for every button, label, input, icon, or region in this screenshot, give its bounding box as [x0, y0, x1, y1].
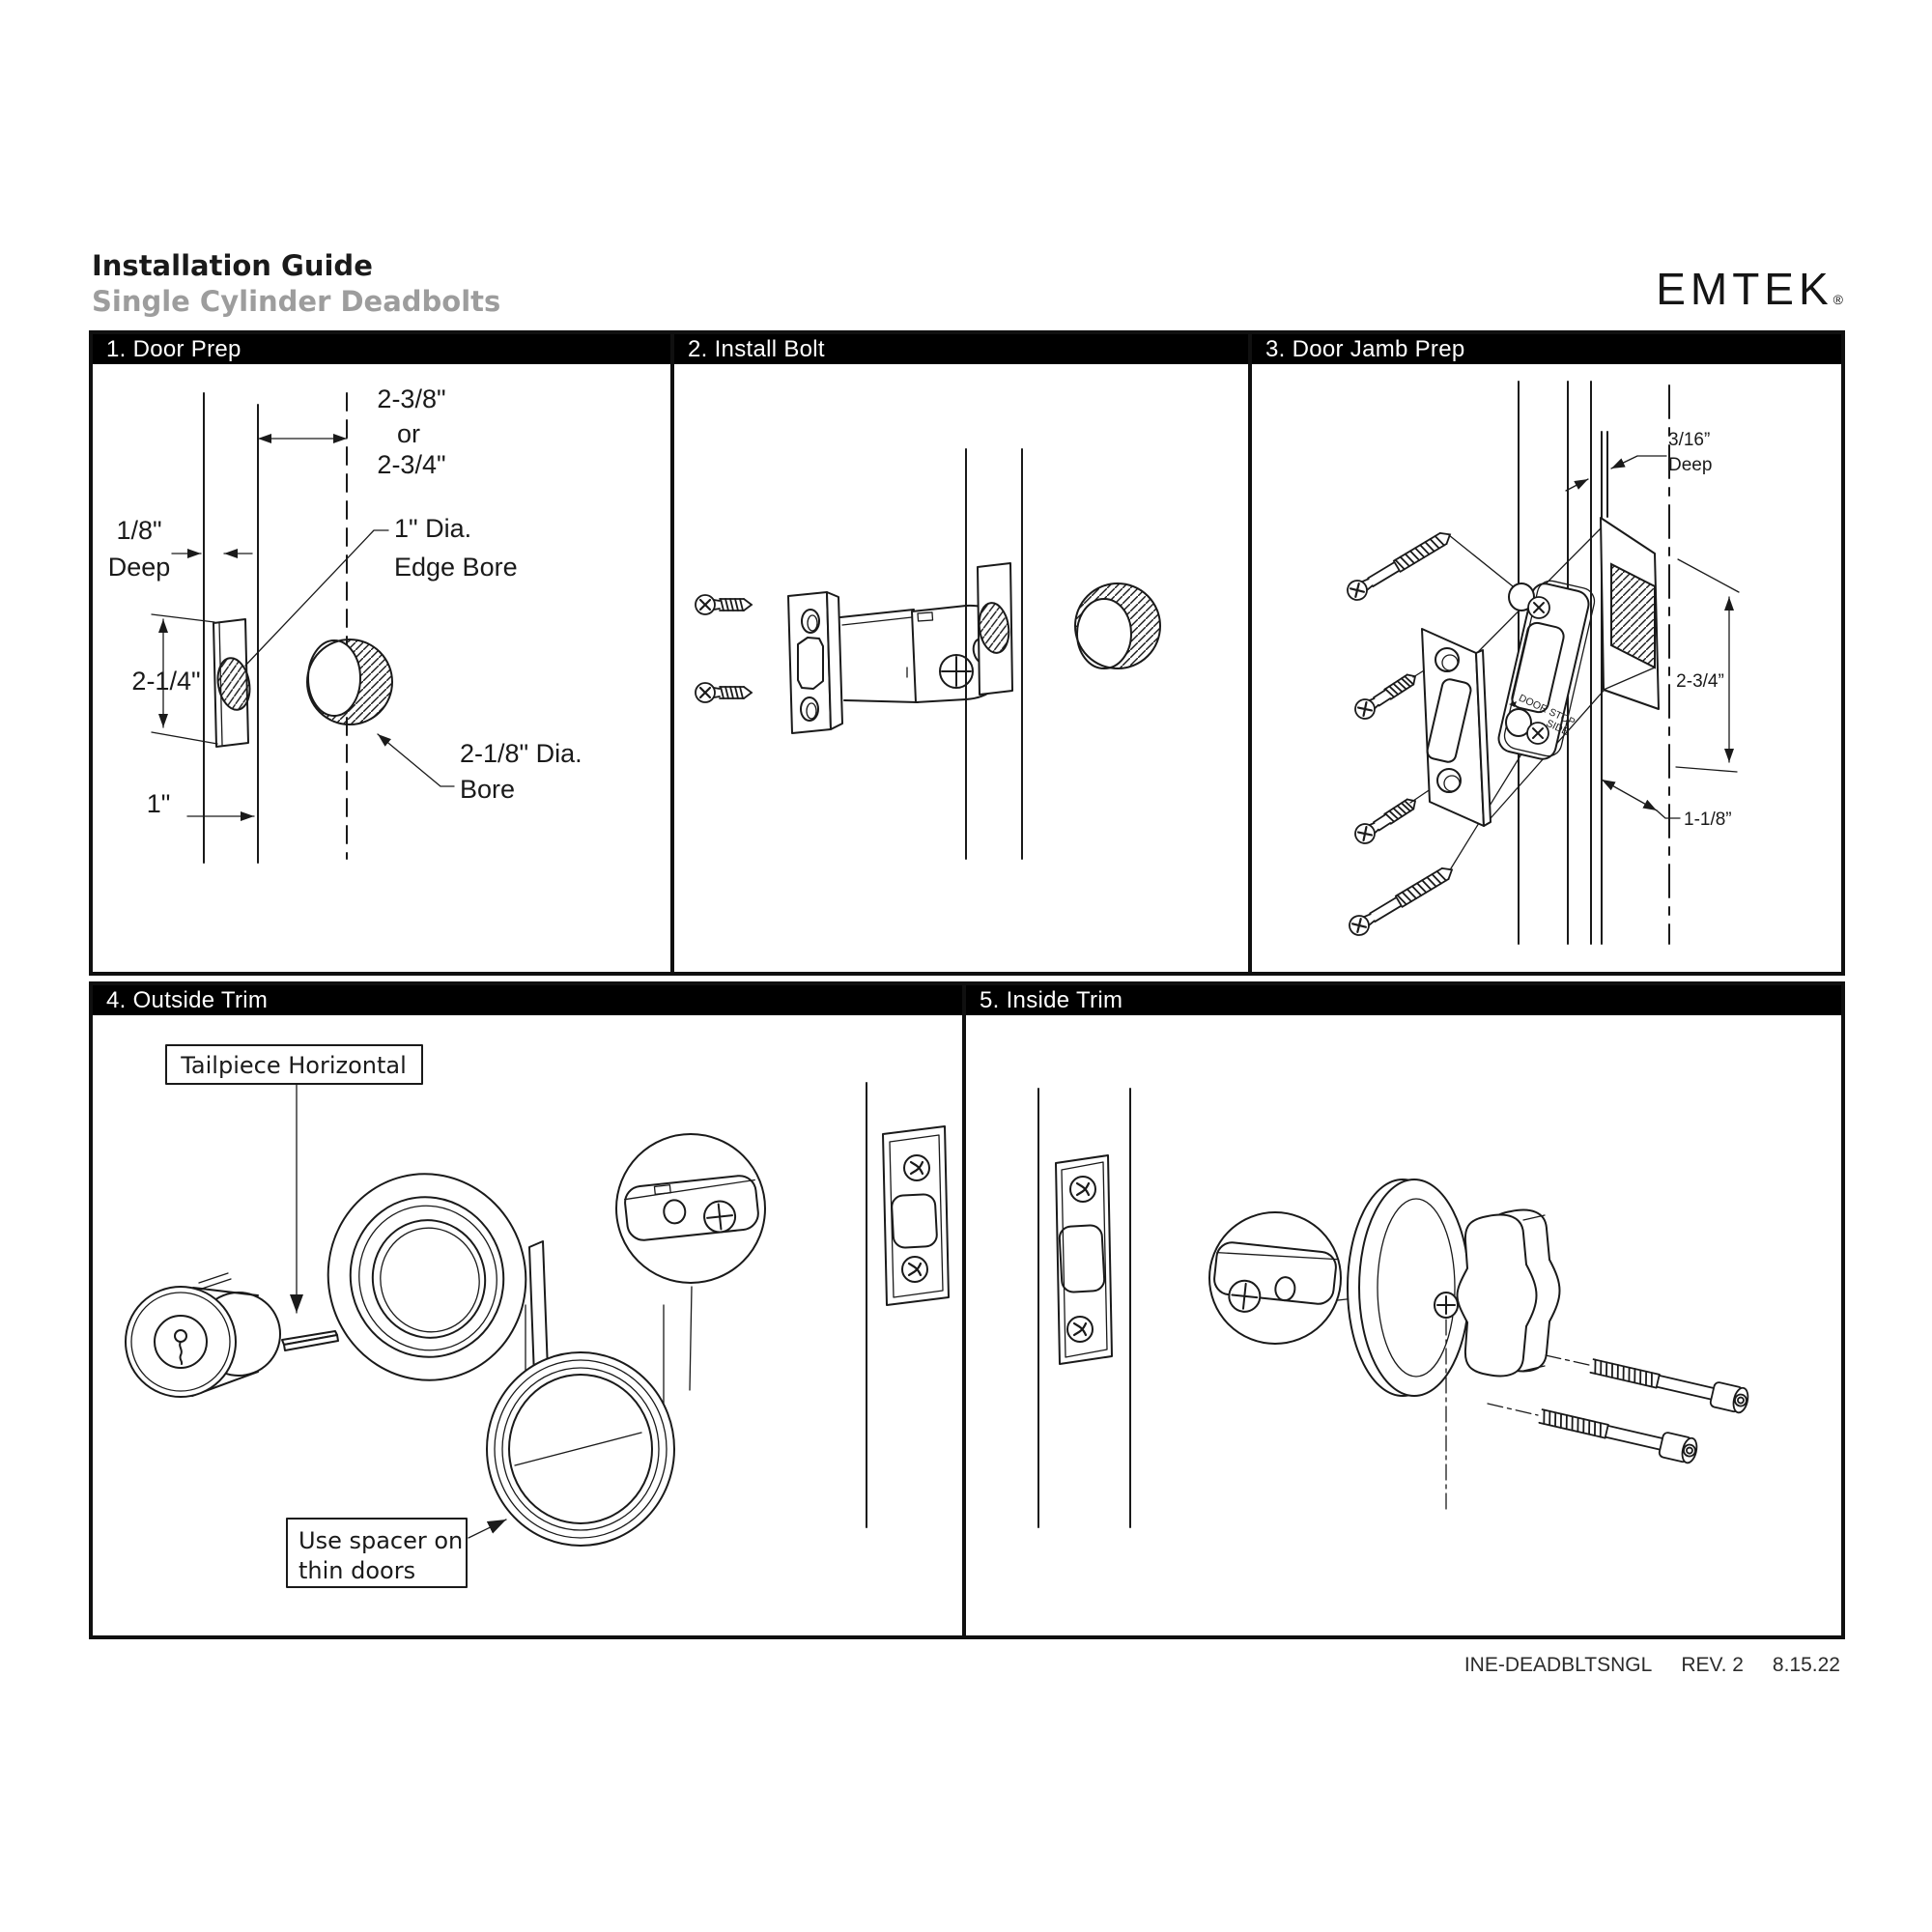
jamb-screw-2: [1350, 667, 1422, 724]
panel-title-install-bolt: 2. Install Bolt: [674, 334, 1248, 364]
svg-text:Deep: Deep: [108, 553, 171, 582]
mortise-width-dimension: 1-1/8”: [1601, 779, 1732, 830]
thumbturn: [1456, 1208, 1561, 1378]
machine-screw-2: [1537, 1403, 1700, 1465]
door-prep-diagram: 2-3/8" or 2-3/4" 1/8" Deep: [108, 384, 582, 864]
cross-bore: [306, 639, 393, 725]
backset-dimension: 2-3/8" or 2-3/4": [257, 384, 446, 479]
svg-text:Use spacer on: Use spacer on: [298, 1527, 463, 1554]
registered-mark-icon: ®: [1833, 292, 1843, 307]
footer: INE-DEADBLTSNGL REV. 2 8.15.22: [1464, 1654, 1840, 1677]
mortise-depth-dimension: 1/8" Deep: [108, 516, 253, 582]
bolt-faceplate: [1055, 1154, 1113, 1365]
svg-text:3/16”: 3/16”: [1668, 430, 1710, 450]
cross-bore: [1074, 582, 1161, 669]
security-strike-plate: DOOR STOP SIDE: [1497, 580, 1596, 760]
bolt-faceplate: [882, 1125, 950, 1306]
svg-text:2-3/4”: 2-3/4”: [1676, 671, 1724, 692]
doc-rev: REV. 2: [1681, 1654, 1744, 1676]
panel-door-prep: 1. Door Prep 2-3/8" or 2-3/4" 1/8" Deep: [89, 330, 674, 976]
svg-text:Tailpiece Horizontal: Tailpiece Horizontal: [180, 1052, 407, 1079]
door-edge-lines: [203, 392, 348, 864]
tailpiece-bar: [281, 1330, 339, 1351]
jamb-screw-3: [1350, 791, 1422, 848]
svg-text:1-1/8”: 1-1/8”: [1684, 810, 1732, 830]
inside-trim-diagram: [1037, 1088, 1751, 1528]
machine-screw-1: [1588, 1352, 1751, 1415]
brand-text: EMTEK: [1656, 264, 1833, 314]
bore-label: 2-1/8" Dia. Bore: [377, 733, 582, 804]
deadbolt-latch: [787, 591, 1006, 734]
panel-door-jamb-prep: 3. Door Jamb Prep: [1248, 330, 1845, 976]
jamb-mortise: [1600, 517, 1660, 710]
svg-text:thin doors: thin doors: [298, 1557, 415, 1584]
spacer-label: Use spacer on thin doors: [286, 1518, 507, 1588]
panel-title-outside-trim: 4. Outside Trim: [93, 985, 962, 1015]
page-title: Installation Guide: [92, 249, 373, 282]
mortise-height-dimension: 2-1/4": [131, 613, 218, 745]
recess-depth-dimension: 3/16” Deep: [1565, 430, 1712, 492]
inside-rose: [1347, 1179, 1470, 1397]
hub-detail-view: [615, 1133, 766, 1391]
doc-id: INE-DEADBLTSNGL: [1463, 1654, 1653, 1676]
outside-rose: [327, 1173, 527, 1381]
panel-title-door-prep: 1. Door Prep: [93, 334, 670, 364]
panel-install-bolt: 2. Install Bolt: [670, 330, 1252, 976]
mounting-plate-edge: [528, 1240, 549, 1378]
svg-text:1": 1": [147, 789, 171, 818]
svg-text:2-1/8" Dia.: 2-1/8" Dia.: [460, 739, 582, 768]
svg-text:or: or: [397, 419, 420, 448]
hub-detail-view: [1208, 1211, 1399, 1345]
doc-date: 8.15.22: [1772, 1654, 1840, 1676]
svg-text:2-3/4": 2-3/4": [377, 450, 445, 479]
jamb-screw-4: [1345, 860, 1459, 940]
edge-bore-hatch: [216, 657, 251, 711]
jamb-screw-1: [1343, 525, 1457, 605]
panel-inside-trim: 5. Inside Trim: [962, 981, 1845, 1639]
bolt-screw-bottom: [694, 681, 753, 704]
spacer-ring: [486, 1304, 675, 1547]
panel-title-inside-trim: 5. Inside Trim: [966, 985, 1841, 1015]
svg-text:1/8": 1/8": [116, 516, 161, 545]
svg-text:Deep: Deep: [1668, 455, 1712, 475]
door-edge: [1037, 1088, 1131, 1528]
tailpiece-label: Tailpiece Horizontal: [165, 1044, 423, 1314]
door-edge: [866, 1082, 950, 1528]
strike-plate: [1421, 628, 1492, 827]
edge-bore-label: 1" Dia. Edge Bore: [244, 514, 518, 667]
svg-text:2-3/8": 2-3/8": [377, 384, 445, 413]
svg-text:2-1/4": 2-1/4": [131, 667, 200, 696]
svg-text:Bore: Bore: [460, 775, 515, 804]
bolt-screw-top: [694, 593, 753, 616]
panel-outside-trim: 4. Outside Trim Tailpiece Horizontal: [89, 981, 966, 1639]
faceplate-mortise: [213, 618, 251, 748]
door-edge: [965, 448, 1023, 860]
outside-trim-diagram: Tailpiece Horizontal: [125, 1044, 950, 1588]
svg-text:Edge Bore: Edge Bore: [394, 553, 518, 582]
install-bolt-diagram: [694, 448, 1161, 860]
edge-width-dimension: 1": [147, 789, 255, 821]
door-jamb-prep-diagram: DOOR STOP SIDE 3/16” Deep 2-3/4”: [1343, 381, 1740, 945]
svg-text:1" Dia.: 1" Dia.: [394, 514, 471, 543]
key-cylinder: [125, 1272, 281, 1398]
mortise-height-dimension: 2-3/4”: [1675, 558, 1740, 773]
page-subtitle: Single Cylinder Deadbolts: [92, 285, 501, 318]
brand-logo: EMTEK®: [1656, 263, 1843, 315]
panel-title-door-jamb-prep: 3. Door Jamb Prep: [1252, 334, 1841, 364]
trim-screws: [1487, 1352, 1751, 1465]
